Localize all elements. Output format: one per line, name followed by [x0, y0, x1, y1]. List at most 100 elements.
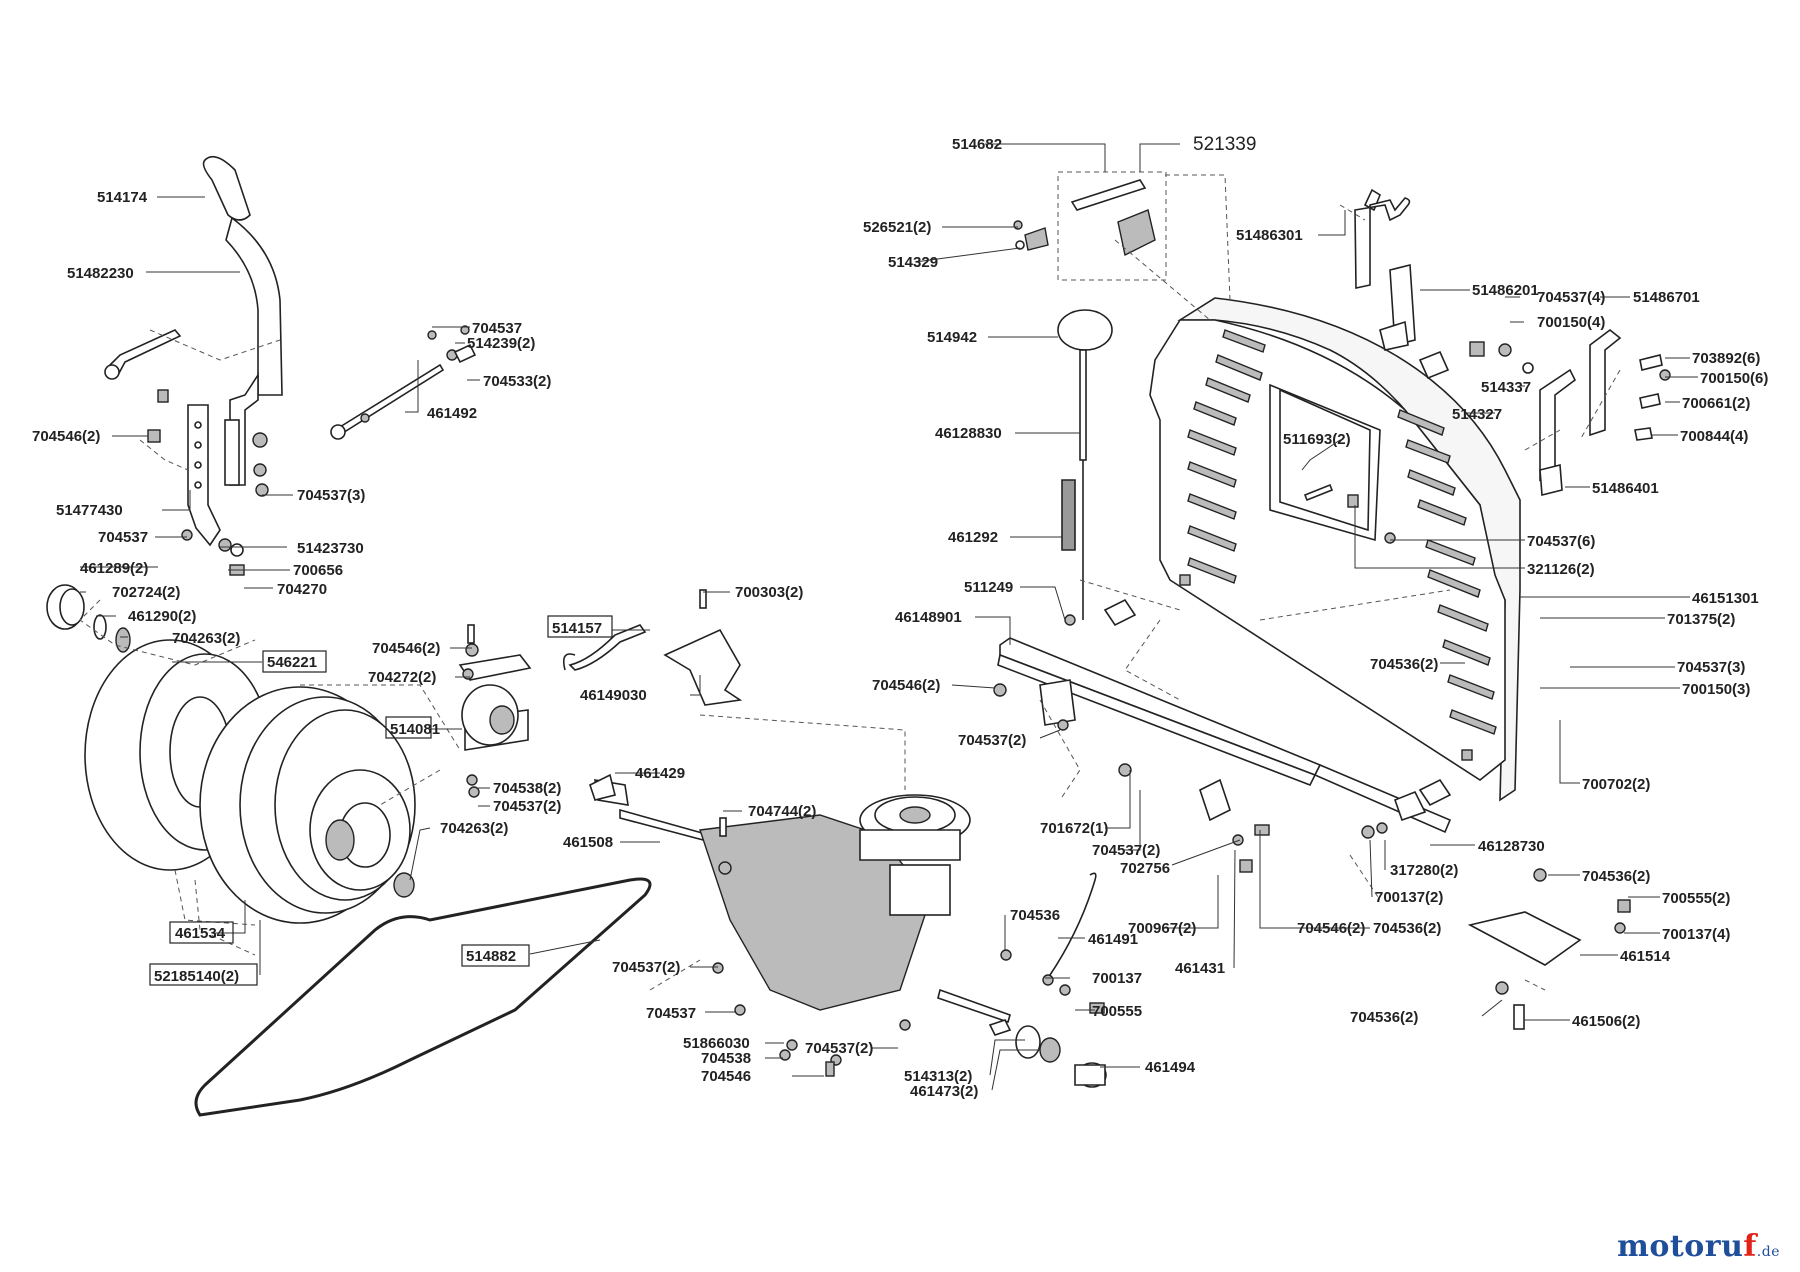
- label-321126: 321126(2): [1527, 561, 1595, 578]
- label-461431: 461431: [1175, 960, 1225, 977]
- label-46128730: 46128730: [1478, 838, 1545, 855]
- label-514239: 514239(2): [467, 335, 535, 352]
- label-704536-axle: 704536(2): [1373, 920, 1441, 937]
- label-700150-panel: 700150(6): [1700, 370, 1768, 387]
- label-461508: 461508: [563, 834, 613, 851]
- label-461473: 461473(2): [910, 1083, 978, 1100]
- label-46128830: 46128830: [935, 425, 1002, 442]
- label-704537-mount: 704537(2): [493, 798, 561, 815]
- label-51423730: 51423730: [297, 540, 364, 557]
- label-704546-trans: 704546: [701, 1068, 751, 1085]
- label-704536-plate-b: 704536(2): [1350, 1009, 1418, 1026]
- label-704536-panel: 704536(2): [1370, 656, 1438, 673]
- label-704263-a: 704263(2): [172, 630, 240, 647]
- label-51486401: 51486401: [1592, 480, 1659, 497]
- label-704546-axle-b: 704546(2): [1297, 920, 1365, 937]
- leader-lines: [80, 143, 1698, 1091]
- shift-knob-assembly: [1057, 309, 1113, 626]
- label-511693: 511693(2): [1283, 431, 1351, 448]
- label-514313: 514313(2): [904, 1068, 972, 1085]
- kit-521339: [1013, 171, 1167, 281]
- label-46151301: 46151301: [1692, 590, 1759, 607]
- label-514329: 514329: [888, 254, 938, 271]
- label-704537-panel-b: 704537(3): [1677, 659, 1745, 676]
- label-700844: 700844(4): [1680, 428, 1748, 445]
- shift-lever-assembly: [104, 155, 477, 576]
- label-704538-b: 704538: [701, 1050, 751, 1067]
- logo-suffix: .de: [1756, 1244, 1780, 1260]
- label-704270: 704270: [277, 581, 327, 598]
- label-461494: 461494: [1145, 1059, 1196, 1076]
- label-704546-axle: 704546(2): [872, 677, 940, 694]
- side-brackets: [1354, 188, 1671, 497]
- label-461290: 461290(2): [128, 608, 196, 625]
- label-700137-axle: 700137(2): [1375, 889, 1443, 906]
- label-700150-panel-b: 700150(3): [1682, 681, 1750, 698]
- label-51486201: 51486201: [1472, 282, 1539, 299]
- label-46149030: 46149030: [580, 687, 647, 704]
- label-704537-lever-b: 704537: [98, 529, 148, 546]
- label-704537-trans-c: 704537(2): [805, 1040, 873, 1057]
- label-317280: 317280(2): [1390, 862, 1458, 879]
- label-704537-bracket: 704537(4): [1537, 289, 1605, 306]
- label-461534: 461534: [175, 925, 226, 942]
- label-461506: 461506(2): [1572, 1013, 1640, 1030]
- label-51477430: 51477430: [56, 502, 123, 519]
- drive-belt: [194, 877, 652, 1117]
- label-704537-axle-b: 704537(2): [1092, 842, 1160, 859]
- label-51482230: 51482230: [67, 265, 134, 282]
- label-700555-plate: 700555(2): [1662, 890, 1730, 907]
- label-700303: 700303(2): [735, 584, 803, 601]
- label-700137-plate: 700137(4): [1662, 926, 1730, 943]
- label-46148901: 46148901: [895, 609, 962, 626]
- label-461429: 461429: [635, 765, 685, 782]
- label-461492: 461492: [427, 405, 477, 422]
- label-461292: 461292: [948, 529, 998, 546]
- label-514081: 514081: [390, 721, 440, 738]
- label-514157: 514157: [552, 620, 602, 637]
- label-700661: 700661(2): [1682, 395, 1750, 412]
- label-704538-a: 704538(2): [493, 780, 561, 797]
- label-511249: 511249: [964, 579, 1013, 596]
- label-704537: 704537: [472, 320, 522, 337]
- label-704537-lever: 704537(3): [297, 487, 365, 504]
- plate-461514: [1467, 868, 1631, 1030]
- label-704263-b: 704263(2): [440, 820, 508, 837]
- label-514942: 514942: [927, 329, 977, 346]
- label-704536-trans: 704536: [1010, 907, 1060, 924]
- label-51866030: 51866030: [683, 1035, 750, 1052]
- label-700702: 700702(2): [1582, 776, 1650, 793]
- label-514882: 514882: [466, 948, 516, 965]
- label-702756: 702756: [1120, 860, 1170, 877]
- label-514337: 514337: [1481, 379, 1531, 396]
- wheel-assembly: [46, 584, 532, 924]
- axle-46148901: [993, 598, 1452, 873]
- label-52185140: 52185140(2): [154, 968, 239, 985]
- label-704272: 704272(2): [368, 669, 436, 686]
- label-546221: 546221: [267, 654, 317, 671]
- label-461514: 461514: [1620, 948, 1671, 965]
- bracket-46149030: [562, 589, 743, 706]
- part-labels: 514174 51482230 704537 514239(2) 704533(…: [32, 134, 1768, 1100]
- label-51486701: 51486701: [1633, 289, 1700, 306]
- label-461491: 461491: [1088, 931, 1138, 948]
- label-521339: 521339: [1193, 134, 1256, 155]
- guides: [79, 174, 1621, 991]
- label-461289: 461289(2): [80, 560, 148, 577]
- logo-text: motoruf: [1617, 1229, 1757, 1264]
- label-701375: 701375(2): [1667, 611, 1735, 628]
- label-704537-axle: 704537(2): [958, 732, 1026, 749]
- transaxle-assembly: [589, 773, 1107, 1088]
- label-703892: 703892(6): [1692, 350, 1760, 367]
- label-51486301: 51486301: [1236, 227, 1303, 244]
- label-514682: 514682: [952, 136, 1002, 153]
- label-704546-lever: 704546(2): [32, 428, 100, 445]
- label-704744: 704744(2): [748, 803, 816, 820]
- label-704537-panel: 704537(6): [1527, 533, 1595, 550]
- label-700656: 700656: [293, 562, 343, 579]
- label-700137: 700137: [1092, 970, 1142, 987]
- label-701672: 701672(1): [1040, 820, 1108, 837]
- label-704536-plate: 704536(2): [1582, 868, 1650, 885]
- label-704537-trans-a: 704537(2): [612, 959, 680, 976]
